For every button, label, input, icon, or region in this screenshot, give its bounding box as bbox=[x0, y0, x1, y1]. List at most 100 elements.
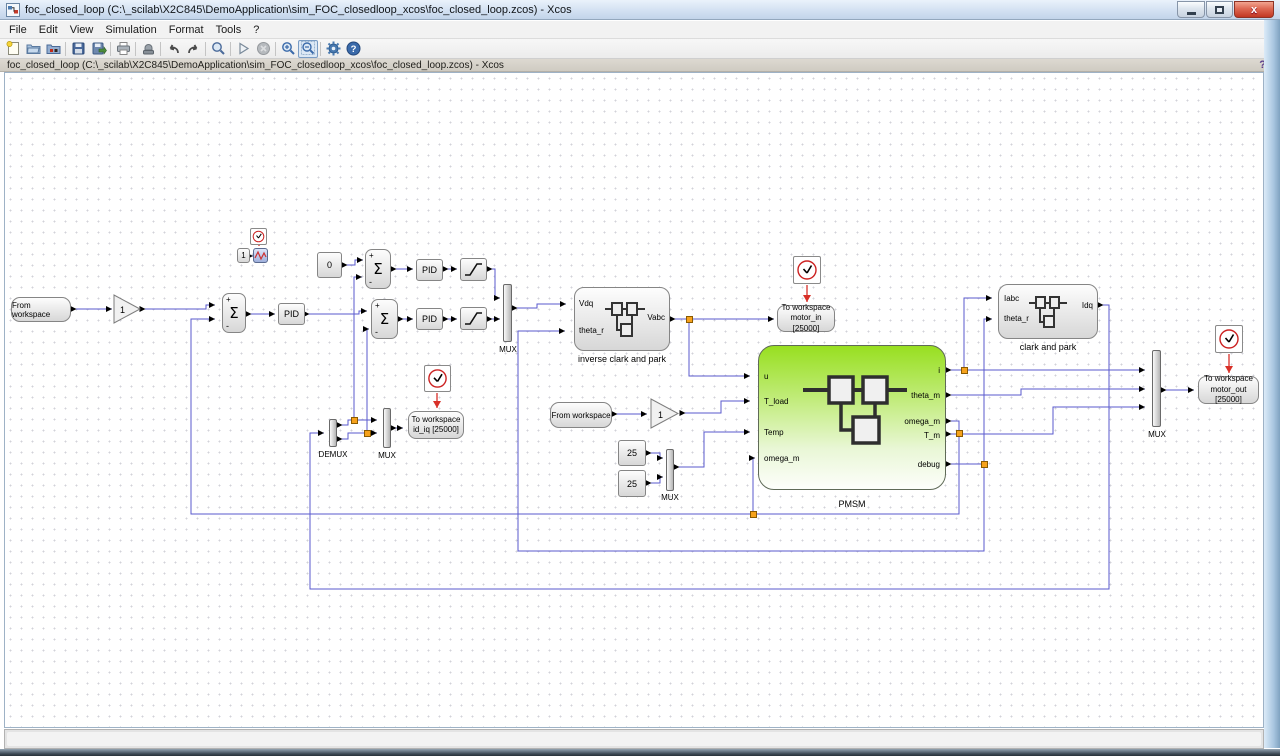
saturation-icon bbox=[465, 312, 482, 325]
xcos-settings-button[interactable] bbox=[323, 40, 343, 58]
port-label: Idq bbox=[1081, 301, 1093, 310]
menu-tools[interactable]: Tools bbox=[215, 23, 242, 36]
menu-simulation[interactable]: Simulation bbox=[105, 23, 157, 36]
port-label: theta_r bbox=[579, 326, 604, 335]
mux-block-vdq[interactable] bbox=[503, 284, 512, 342]
stop-icon bbox=[256, 42, 270, 55]
menu-bar: File Edit View Simulation Format Tools ? bbox=[0, 21, 1280, 39]
menu-file[interactable]: File bbox=[9, 23, 27, 36]
sum-block-iq[interactable]: + Σ - bbox=[371, 299, 398, 339]
toolbar-separator bbox=[320, 41, 321, 56]
start-simulation-button[interactable] bbox=[233, 40, 253, 58]
link-junction[interactable] bbox=[351, 417, 358, 424]
save-button[interactable] bbox=[68, 40, 88, 58]
tab-help-icon[interactable]: ? bbox=[1259, 59, 1266, 71]
link-junction[interactable] bbox=[956, 430, 963, 437]
close-button[interactable]: x bbox=[1234, 1, 1274, 18]
to-workspace-id-iq-block[interactable]: To workspace id_iq [25000] bbox=[408, 411, 464, 439]
menu-view[interactable]: View bbox=[69, 23, 94, 36]
title-bar[interactable]: foc_closed_loop (C:\_scilab\X2C845\DemoA… bbox=[0, 0, 1280, 20]
link-junction[interactable] bbox=[686, 316, 693, 323]
saturation-block-id[interactable] bbox=[460, 258, 487, 281]
toolbar-separator bbox=[65, 41, 66, 56]
minimize-button[interactable] bbox=[1177, 1, 1205, 18]
inverse-clark-park-block[interactable]: Vdq theta_r Vabc bbox=[574, 287, 670, 351]
new-diagram-button[interactable] bbox=[3, 40, 23, 58]
toolbar-separator bbox=[230, 41, 231, 56]
zoom-in-button[interactable] bbox=[278, 40, 298, 58]
open-file-button[interactable] bbox=[43, 40, 63, 58]
mux-label: MUX bbox=[661, 493, 679, 502]
clock-block-motor-out[interactable] bbox=[1215, 325, 1243, 353]
clock-icon bbox=[252, 230, 265, 243]
pmsm-block[interactable]: u T_load Temp omega_m i theta_m omega_m … bbox=[758, 345, 946, 490]
to-workspace-motor-in-block[interactable]: To workspace motor_in [25000] bbox=[777, 303, 835, 333]
sum-block-id[interactable]: + Σ - bbox=[365, 249, 391, 289]
svg-text:1: 1 bbox=[120, 305, 125, 315]
saturation-icon bbox=[465, 263, 482, 276]
toolbar-separator bbox=[275, 41, 276, 56]
new-diagram-icon bbox=[6, 41, 19, 55]
constant-block-25-bottom[interactable]: 25 bbox=[618, 470, 646, 497]
constant-block-25-top[interactable]: 25 bbox=[618, 440, 646, 466]
superblock-icon bbox=[803, 375, 907, 445]
link-junction[interactable] bbox=[750, 511, 757, 518]
constant-block-0[interactable]: 0 bbox=[317, 252, 342, 278]
signal-links[interactable] bbox=[70, 253, 1194, 590]
maximize-button[interactable] bbox=[1206, 1, 1233, 18]
delete-button[interactable] bbox=[138, 40, 158, 58]
gain-block-2[interactable]: 1 bbox=[650, 398, 681, 430]
stop-simulation-button[interactable] bbox=[253, 40, 273, 58]
link-junction[interactable] bbox=[961, 367, 968, 374]
clock-block-scope[interactable] bbox=[250, 228, 267, 245]
print-button[interactable] bbox=[113, 40, 133, 58]
clock-block-id-iq[interactable] bbox=[424, 365, 451, 392]
menu-format[interactable]: Format bbox=[168, 23, 204, 36]
undo-button[interactable] bbox=[163, 40, 183, 58]
from-workspace-block-1[interactable]: From workspace bbox=[11, 297, 71, 322]
link-junction[interactable] bbox=[981, 461, 988, 468]
link-junction[interactable] bbox=[364, 430, 371, 437]
sum-block-speed[interactable]: + Σ - bbox=[222, 293, 246, 333]
help-button[interactable]: ? bbox=[343, 40, 363, 58]
gain-block-1[interactable]: 1 bbox=[113, 294, 142, 325]
delete-icon bbox=[142, 44, 154, 55]
saturation-block-iq[interactable] bbox=[460, 307, 487, 330]
menu-help[interactable]: ? bbox=[253, 23, 260, 36]
diagram-canvas[interactable]: From workspace 1 + Σ - PID 0 + Σ - PID bbox=[4, 72, 1264, 728]
save-as-button[interactable] bbox=[88, 40, 108, 58]
horizontal-scrollbar[interactable] bbox=[4, 729, 1264, 749]
to-workspace-motor-out-block[interactable]: To workspace motor_out [25000] bbox=[1198, 374, 1259, 404]
scrollbar-track bbox=[7, 732, 1261, 746]
mux-block-idiq[interactable] bbox=[383, 408, 391, 448]
scope-block[interactable] bbox=[253, 248, 268, 263]
redo-button[interactable] bbox=[183, 40, 203, 58]
fit-diagram-to-view-button[interactable] bbox=[208, 40, 228, 58]
menu-edit[interactable]: Edit bbox=[38, 23, 58, 36]
save-as-icon bbox=[92, 42, 107, 55]
close-icon: x bbox=[1250, 3, 1258, 16]
port-label: T_load bbox=[764, 397, 789, 406]
save-icon bbox=[72, 42, 84, 55]
toolbar-separator bbox=[205, 41, 206, 56]
mux-block-motor-out[interactable] bbox=[1152, 350, 1161, 427]
window-border-right bbox=[1264, 20, 1280, 748]
demux-block[interactable] bbox=[329, 419, 337, 447]
gear-icon bbox=[326, 41, 340, 56]
pid-block-iq[interactable]: PID bbox=[416, 308, 443, 330]
zoom-out-button[interactable] bbox=[298, 39, 318, 58]
constant-block-1[interactable]: 1 bbox=[237, 248, 250, 263]
diagram-tab[interactable]: foc_closed_loop (C:\_scilab\X2C845\DemoA… bbox=[7, 59, 504, 71]
pid-block-id[interactable]: PID bbox=[416, 259, 443, 281]
app-icon bbox=[6, 2, 20, 17]
pid-block-speed[interactable]: PID bbox=[278, 303, 305, 325]
open-button[interactable] bbox=[23, 40, 43, 58]
superblock-icon bbox=[605, 302, 645, 337]
mux-block-temp[interactable] bbox=[666, 449, 674, 491]
maximize-icon bbox=[1215, 5, 1224, 14]
clark-park-block[interactable]: Iabc theta_r Idq bbox=[998, 284, 1098, 339]
port-label: Iabc bbox=[1004, 294, 1020, 303]
from-workspace-block-2[interactable]: From workspace bbox=[550, 402, 612, 428]
clock-block-motor-in[interactable] bbox=[793, 256, 821, 284]
